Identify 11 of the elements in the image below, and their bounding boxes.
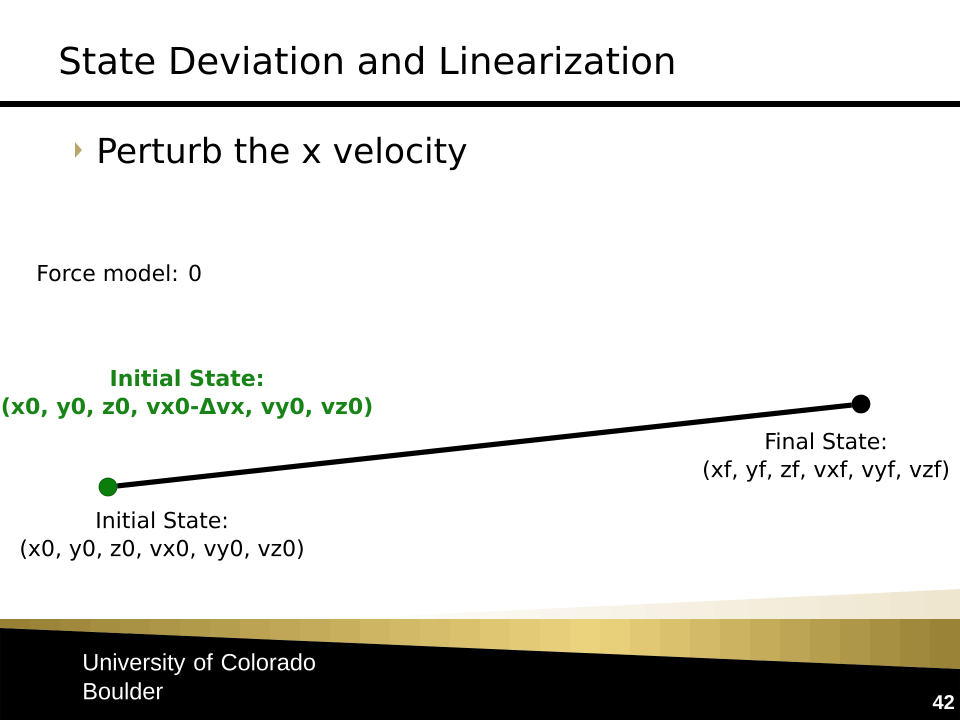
state-dot <box>98 478 118 496</box>
state-label: Final State: (xf, yf, zf, vxf, vyf, vzf) <box>704 432 948 482</box>
state-label: Initial State: (x0, y0, z0, vx0-Δvx, vy0, vz0) <box>2 369 372 419</box>
bullet-text: Perturb the x velocity <box>100 136 467 170</box>
state-label: Initial State: (x0, y0, z0, vx0, vy0, vz0) <box>21 511 303 561</box>
connector-line <box>117 402 852 489</box>
page-number: 42 <box>932 695 954 709</box>
state-dot <box>852 394 870 414</box>
footer-text: University of Colorado Boulder <box>84 653 315 700</box>
slide-title: State Deviation and Linearization <box>60 46 674 75</box>
note-text: Force model: 0 <box>38 264 201 282</box>
